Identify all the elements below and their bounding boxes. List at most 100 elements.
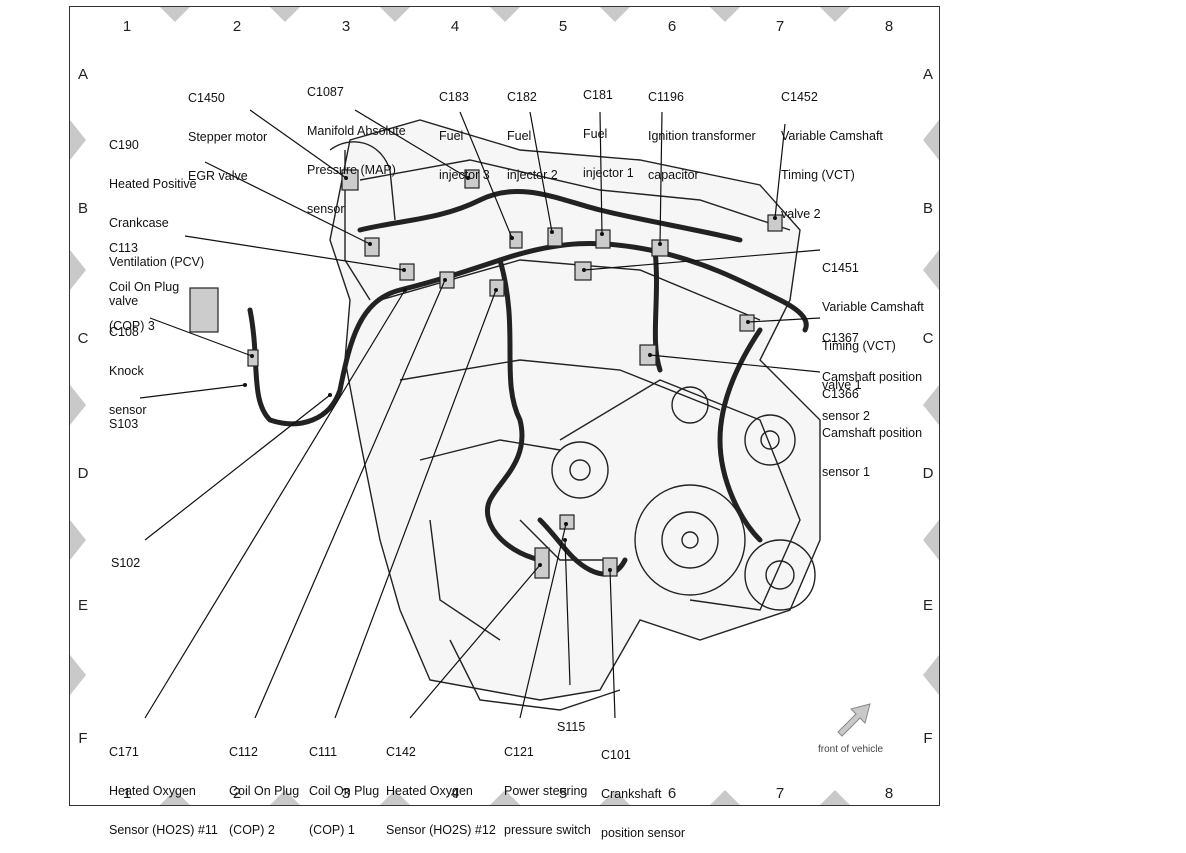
callout-code: C112 — [229, 745, 258, 759]
callout-desc: Ignition transformer — [648, 129, 756, 143]
leader-dots — [243, 176, 777, 572]
callout-desc: pressure switch — [504, 823, 591, 837]
grid-col-bottom-3: 3 — [341, 785, 351, 802]
callout-c112: C112 Coil On Plug (COP) 2 — [229, 720, 299, 850]
callout-code: C181 — [583, 88, 613, 102]
callout-s102: S102 — [111, 531, 140, 583]
callout-c183: C183 Fuel injector 3 — [439, 65, 490, 195]
grid-col-top-8: 8 — [884, 18, 894, 35]
grid-row-left-e: E — [77, 597, 88, 614]
callout-desc: valve 2 — [781, 207, 821, 221]
callout-desc: sensor 2 — [822, 409, 870, 423]
connector-c182 — [547, 227, 563, 247]
connector-c190 — [364, 237, 380, 257]
grid-col-bottom-6: 6 — [667, 785, 677, 802]
callout-desc: capacitor — [648, 168, 699, 182]
callout-desc: Coil On Plug — [309, 784, 380, 798]
callout-code: C190 — [109, 138, 139, 152]
callout-desc: Heated Oxygen — [386, 784, 473, 798]
callout-code: C1451 — [822, 261, 859, 275]
callout-code: S103 — [109, 417, 139, 431]
grid-row-left-c: C — [77, 330, 89, 347]
callout-desc: valve — [109, 294, 139, 308]
grid-col-top-3: 3 — [341, 18, 351, 35]
connector-c108-block — [189, 287, 219, 333]
callout-code: C113 — [109, 241, 138, 255]
callout-c1196: C1196 Ignition transformer capacitor — [648, 65, 756, 195]
callout-c142: C142 Heated Oxygen Sensor (HO2S) #12 — [386, 720, 496, 850]
callout-code: C108 — [109, 325, 139, 339]
grid-row-left-a: A — [77, 66, 88, 83]
callout-c1452: C1452 Variable Camshaft Timing (VCT) val… — [781, 65, 883, 234]
callout-code: C111 — [309, 745, 338, 759]
callout-s115: S115 — [557, 695, 585, 747]
connector-c181 — [595, 229, 611, 249]
callout-c101: C101 Crankshaft position sensor — [601, 723, 685, 853]
grid-row-right-e: E — [922, 597, 933, 614]
grid-col-top-7: 7 — [775, 18, 785, 35]
callout-desc: position sensor — [601, 826, 686, 840]
callout-desc: Heated Positive — [109, 177, 197, 191]
connector-c113 — [399, 263, 415, 281]
callout-c108: C108 Knock sensor — [109, 300, 147, 430]
grid-col-bottom-5: 5 — [558, 785, 568, 802]
connector-c142 — [534, 547, 550, 579]
grid-col-bottom-7: 7 — [775, 785, 785, 802]
connector-c1450 — [341, 169, 359, 191]
callout-code: C1452 — [781, 90, 818, 104]
callout-code: S102 — [111, 556, 141, 570]
callout-c121: C121 Power steering pressure switch — [504, 720, 591, 850]
callout-desc: Crankcase — [109, 216, 169, 230]
callout-desc: Fuel — [439, 129, 464, 143]
callout-c111: C111 Coil On Plug (COP) 1 — [309, 720, 379, 850]
callout-desc: Fuel — [507, 129, 532, 143]
connector-c1087 — [464, 169, 480, 189]
callout-desc: (COP) 3 — [109, 319, 155, 333]
connector-c183 — [509, 231, 523, 249]
callout-desc: Camshaft position — [822, 370, 923, 384]
grid-row-left-f: F — [78, 730, 88, 747]
callout-code: C101 — [601, 748, 631, 762]
callout-code: C183 — [439, 90, 469, 104]
grid-col-bottom-2: 2 — [232, 785, 242, 802]
callout-desc: EGR valve — [188, 169, 248, 183]
grid-col-bottom-1: 1 — [122, 785, 132, 802]
callout-desc: Coil On Plug — [109, 280, 180, 294]
callout-desc: Variable Camshaft — [781, 129, 883, 143]
callout-c1367: C1367 Camshaft position sensor 2 — [822, 306, 922, 436]
callout-desc: injector 2 — [507, 168, 558, 182]
callout-desc: Power steering — [504, 784, 588, 798]
callout-code: S115 — [557, 720, 586, 734]
grid-col-top-2: 2 — [232, 18, 242, 35]
grid-col-top-5: 5 — [558, 18, 568, 35]
callout-desc: Coil On Plug — [229, 784, 300, 798]
callout-desc: sensor 1 — [822, 465, 870, 479]
grid-col-top-1: 1 — [122, 18, 132, 35]
grid-col-top-6: 6 — [667, 18, 677, 35]
border-markers — [70, 7, 939, 805]
callout-c181: C181 Fuel injector 1 — [583, 63, 634, 193]
callout-desc: Pressure (MAP) — [307, 163, 396, 177]
callout-code: C182 — [507, 90, 537, 104]
callout-code: C121 — [504, 745, 534, 759]
callout-c171: C171 Heated Oxygen Sensor (HO2S) #11 — [109, 720, 218, 850]
grid-row-left-b: B — [77, 200, 88, 217]
front-of-vehicle-arrow-icon — [837, 703, 871, 737]
callout-desc: valve 1 — [822, 378, 862, 392]
connector-c108 — [247, 349, 259, 367]
callout-desc: sensor — [109, 403, 147, 417]
callout-code: C171 — [109, 745, 139, 759]
grid-col-top-4: 4 — [450, 18, 460, 35]
grid-row-right-f: F — [923, 730, 933, 747]
callout-c190: C190 Heated Positive Crankcase Ventilati… — [109, 113, 204, 321]
callout-c1450: C1450 Stepper motor EGR valve — [188, 66, 267, 196]
callout-c1451: C1451 Variable Camshaft Timing (VCT) val… — [822, 236, 924, 405]
callout-code: C1367 — [822, 331, 859, 345]
grid-col-bottom-4: 4 — [450, 785, 460, 802]
callout-desc: injector 3 — [439, 168, 490, 182]
callout-desc: Heated Oxygen — [109, 784, 196, 798]
callout-code: C1196 — [648, 90, 684, 104]
callout-desc: Camshaft position — [822, 426, 923, 440]
callout-desc: Crankshaft — [601, 787, 662, 801]
